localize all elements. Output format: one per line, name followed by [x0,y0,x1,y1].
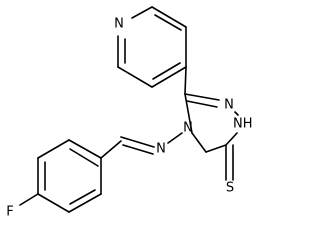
triazole-n4-label: N [183,121,193,136]
bond [152,62,181,80]
bond [167,132,183,144]
bond [122,144,154,155]
bond [205,144,227,153]
bond [225,132,238,146]
imine-nitrogen-label: N [156,142,166,157]
bond [69,189,96,205]
bond [186,100,218,108]
bond [234,111,239,116]
molecule-structure: N N NH N N S F [6,6,253,220]
thione-sulfur-label: S [226,181,234,196]
pyridine-ring [117,6,187,88]
bond [37,139,70,159]
fluorophenyl-ring [37,139,102,213]
bond [191,132,207,153]
fluorine-label: F [6,205,13,220]
bond [184,66,187,95]
triazole-ring [184,93,239,153]
bond [68,139,102,159]
structure-canvas: N N NH N N S F [6,6,253,220]
bond [151,6,187,28]
bond [117,66,153,88]
bond [19,193,39,206]
bond [37,193,70,213]
triazole-nh-label: NH [233,117,253,132]
bond [68,193,102,213]
bond [69,148,99,167]
bond [131,6,153,19]
bond [120,136,155,148]
bond [100,140,122,159]
bond [151,66,187,88]
bond [154,14,182,31]
pyridine-nitrogen-label: N [114,17,124,32]
triazole-n1-label: N [224,98,234,113]
bond [184,93,220,101]
bond [184,93,193,134]
